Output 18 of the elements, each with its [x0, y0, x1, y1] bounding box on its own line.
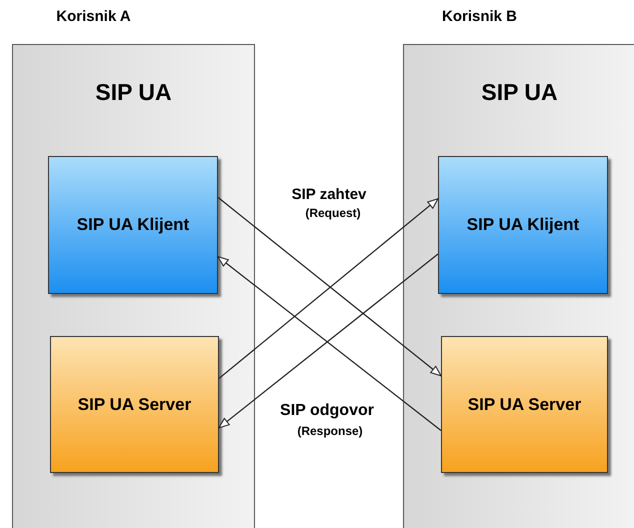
box-label: SIP UA Klijent: [466, 215, 580, 235]
box-label: SIP UA Server: [78, 394, 192, 414]
container-panel: [12, 44, 255, 528]
user-label: Korisnik B: [440, 8, 518, 25]
process-box: [441, 336, 608, 473]
process-box: [50, 336, 219, 473]
process-box: [48, 156, 218, 294]
container-panel: [403, 44, 634, 528]
panel-title: SIP UA: [480, 79, 559, 106]
user-label: Korisnik A: [55, 8, 132, 25]
panel-title: SIP UA: [94, 79, 173, 106]
caption-text: (Request): [305, 206, 361, 220]
caption-text: (Response): [297, 424, 363, 438]
message-label: SIP odgovor: [280, 402, 374, 420]
box-label: SIP UA Server: [468, 394, 582, 414]
box-label: SIP UA Klijent: [76, 215, 190, 235]
process-box: [438, 156, 608, 294]
message-label: SIP zahtev: [292, 186, 366, 203]
